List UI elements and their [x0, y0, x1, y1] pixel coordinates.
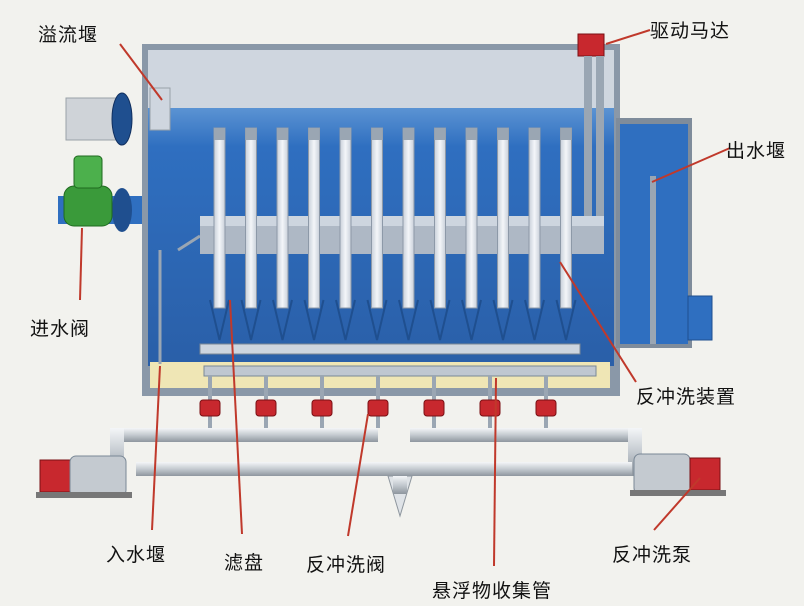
outlet-compartment	[616, 118, 713, 348]
label-backwash-valve: 反冲洗阀	[306, 554, 387, 576]
filter-discs	[209, 127, 577, 341]
sludge-collector-pipe	[203, 365, 597, 377]
filter-disc	[366, 127, 388, 341]
backwash-device	[199, 343, 581, 355]
filter-disc	[209, 127, 230, 341]
label-filter-disc: 滤盘	[224, 552, 265, 574]
label-drive-motor: 驱动马达	[650, 20, 731, 42]
label-outlet-weir: 出水堰	[726, 140, 787, 162]
backwash-valves	[199, 376, 557, 428]
backwash-valve-icon[interactable]	[423, 376, 445, 428]
label-overflow-weir: 溢流堰	[38, 24, 99, 46]
leader-lines	[79, 29, 731, 567]
tank-top	[148, 50, 614, 112]
filter-disc	[461, 127, 482, 341]
label-inlet-weir: 入水堰	[106, 544, 167, 566]
filter-disc	[429, 127, 451, 341]
label-backwash-pump: 反冲洗泵	[612, 544, 693, 566]
backwash-valve-icon[interactable]	[367, 376, 389, 428]
label-inlet-valve: 进水阀	[30, 318, 91, 340]
inlet-valve-icon[interactable]	[63, 155, 113, 227]
backwash-valve-icon[interactable]	[199, 376, 221, 428]
filter-disc	[398, 127, 419, 341]
filter-disc	[240, 127, 262, 341]
filter-disc	[492, 127, 514, 341]
backwash-valve-icon[interactable]	[535, 376, 557, 428]
label-sludge-collector: 悬浮物收集管	[432, 580, 553, 602]
filter-disc	[524, 127, 545, 341]
backwash-pump-right-icon[interactable]	[630, 453, 726, 496]
backwash-valve-icon[interactable]	[255, 376, 277, 428]
filter-disc	[555, 127, 577, 341]
filter-disc	[303, 127, 325, 341]
filter-disc	[335, 127, 356, 341]
backwash-pump-left-icon[interactable]	[36, 455, 132, 498]
backwash-valve-icon[interactable]	[311, 376, 333, 428]
inlet-pipe-upper	[65, 87, 171, 146]
filter-disc	[272, 127, 293, 341]
label-backwash-device: 反冲洗装置	[636, 386, 737, 408]
drive-motor-icon[interactable]	[577, 33, 605, 242]
manifold-pipes	[110, 428, 642, 518]
